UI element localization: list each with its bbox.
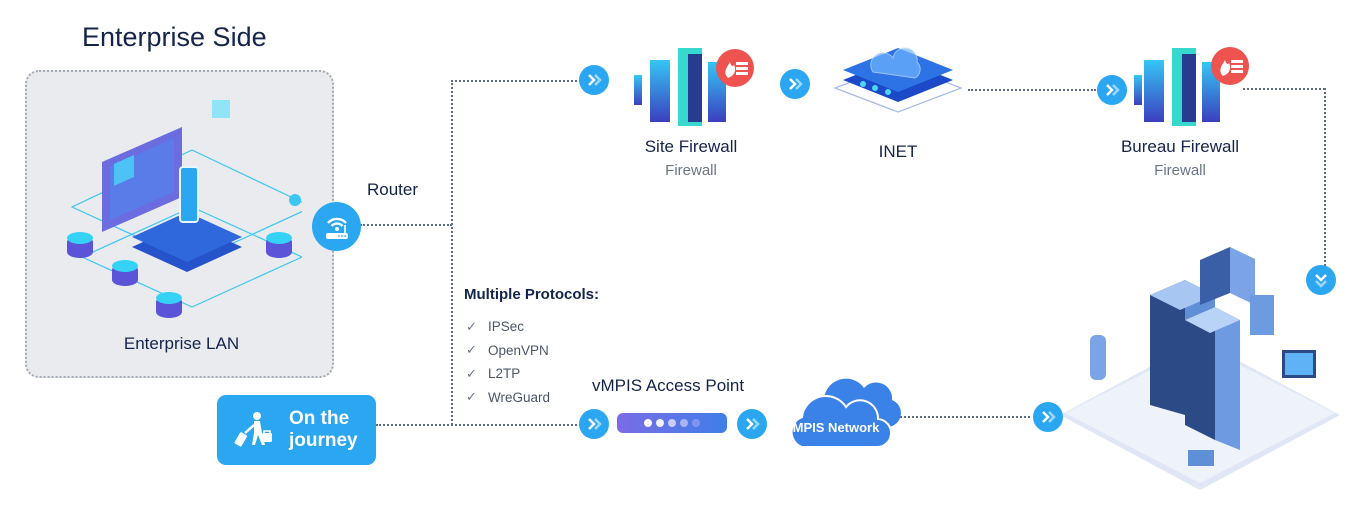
flow-arrow [737, 409, 767, 439]
connector-line [376, 424, 581, 426]
protocol-item: ✓IPSec [466, 318, 525, 335]
firewall-server-illustration [1134, 47, 1249, 126]
access-point-device[interactable] [617, 413, 727, 433]
flow-arrow [780, 69, 810, 99]
double-chevron-right-icon [588, 74, 602, 86]
double-chevron-right-icon [1106, 84, 1120, 96]
flow-arrow [1097, 75, 1127, 105]
enterprise-lan-panel: Enterprise LAN [25, 70, 334, 378]
mpis-network-node[interactable]: MPIS Network [784, 362, 902, 452]
protocol-item: ✓OpenVPN [466, 342, 549, 358]
flow-arrow [1033, 402, 1063, 432]
wifi-router-icon [325, 217, 348, 239]
cloud-icon [790, 378, 901, 449]
check-icon: ✓ [466, 318, 477, 334]
enterprise-lan-label: Enterprise LAN [123, 334, 240, 353]
bureau-firewall-title: Bureau Firewall [1120, 137, 1240, 156]
double-chevron-right-icon [588, 418, 602, 430]
site-firewall-node[interactable] [628, 40, 754, 130]
status-dot [692, 419, 700, 427]
on-the-journey-button[interactable]: On the journey [217, 395, 376, 465]
bureau-firewall-node[interactable] [1128, 40, 1254, 130]
status-dot [656, 419, 664, 427]
site-firewall-title: Site Firewall [644, 137, 738, 156]
double-chevron-right-icon [746, 418, 760, 430]
connector-line [1243, 88, 1325, 90]
flow-arrow [1306, 265, 1336, 295]
double-chevron-right-icon [789, 78, 803, 90]
status-dot [644, 419, 652, 427]
enterprise-lan-illustration [67, 100, 302, 318]
bureau-firewall-subtitle: Firewall [1154, 162, 1206, 179]
double-chevron-right-icon [1042, 411, 1056, 423]
inet-cloud-platform-illustration [833, 47, 963, 113]
inet-title: INET [878, 142, 918, 161]
datacenter-node[interactable] [1060, 245, 1340, 495]
double-chevron-down-icon [1315, 274, 1327, 288]
flow-arrow [579, 409, 609, 439]
flow-arrow [579, 65, 609, 95]
connector-line [360, 224, 452, 226]
access-point-label: vMPIS Access Point [592, 376, 745, 395]
firewall-server-illustration [634, 48, 754, 126]
protocols-title: Multiple Protocols: [464, 286, 599, 303]
connector-line [451, 80, 581, 82]
router-node[interactable] [312, 202, 361, 251]
connector-line [1324, 88, 1326, 266]
page-title: Enterprise Side [82, 22, 267, 52]
site-firewall-subtitle: Firewall [665, 162, 717, 179]
status-dot [680, 419, 688, 427]
router-label: Router [367, 180, 419, 199]
datacenter-illustration [1060, 247, 1340, 490]
check-icon: ✓ [466, 365, 477, 381]
protocols-list: ✓IPSec ✓OpenVPN ✓L2TP ✓WreGuard [466, 315, 550, 409]
check-icon: ✓ [466, 342, 477, 358]
inet-node[interactable] [833, 42, 963, 117]
on-the-journey-label: On the journey [289, 408, 358, 451]
connector-line [451, 80, 453, 425]
traveler-with-luggage-icon [234, 412, 272, 447]
connector-line [968, 89, 1096, 91]
check-icon: ✓ [466, 389, 477, 405]
mpis-network-label: MPIS Network [792, 420, 880, 435]
connector-line [900, 416, 1030, 418]
status-dot [668, 419, 676, 427]
protocol-item: ✓WreGuard [466, 389, 551, 405]
protocol-item: ✓L2TP [466, 365, 521, 382]
